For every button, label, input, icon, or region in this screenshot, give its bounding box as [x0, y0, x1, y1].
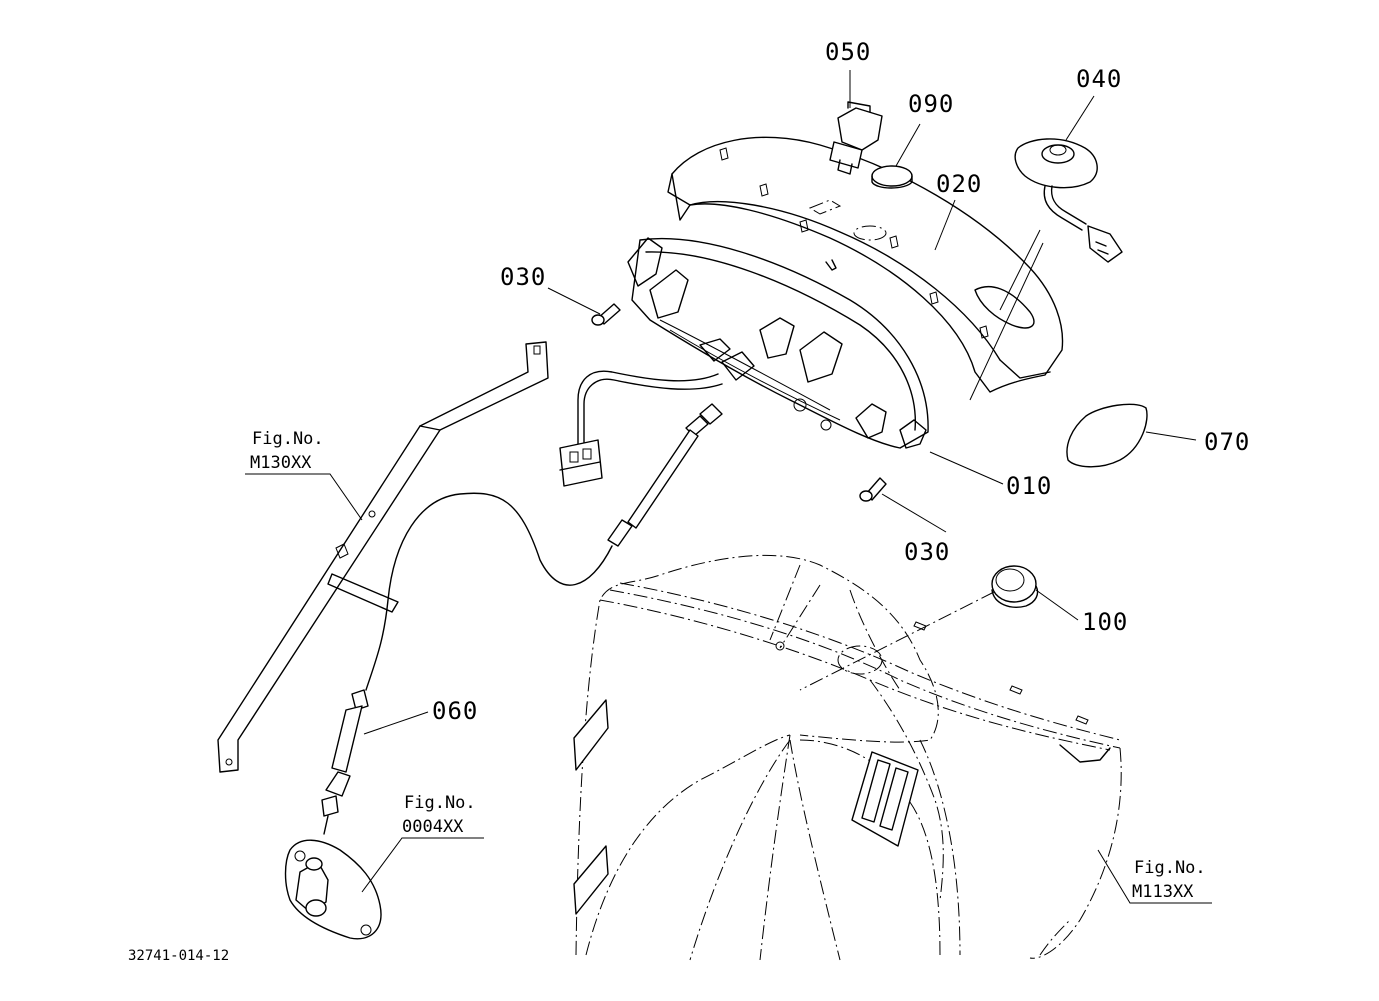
figure-ref-m113-code: M113XX: [1132, 882, 1194, 902]
part-030-screw-lower: [859, 477, 887, 502]
callout-030-upper: 030: [500, 263, 546, 291]
part-100-grommet: [991, 565, 1039, 608]
callout-020: 020: [936, 170, 982, 198]
part-060-tach-cable: [321, 403, 723, 835]
callout-070: 070: [1204, 428, 1250, 456]
part-030-screw-upper: [591, 303, 621, 326]
console-housing-outline: [573, 554, 1122, 961]
document-id: 32741-014-12: [128, 948, 229, 964]
callout-010: 010: [1006, 472, 1052, 500]
callout-050: 050: [825, 38, 871, 66]
callout-040: 040: [1076, 65, 1122, 93]
figure-ref-0004[interactable]: Fig.No. 0004XX: [402, 793, 476, 837]
figure-ref-m113[interactable]: Fig.No. M113XX: [1132, 858, 1206, 902]
figure-ref-m130[interactable]: Fig.No. M130XX: [250, 429, 324, 473]
part-010-meter-panel: [627, 237, 929, 449]
figure-ref-0004-label: Fig.No.: [404, 793, 476, 813]
harness-connector: [559, 370, 723, 487]
callout-060: 060: [432, 697, 478, 725]
callout-030-lower: 030: [904, 538, 950, 566]
figure-ref-m113-label: Fig.No.: [1134, 858, 1206, 878]
figure-ref-0004-code: 0004XX: [402, 817, 464, 837]
part-090-plug: [871, 165, 913, 189]
callout-100: 100: [1082, 608, 1128, 636]
callout-labels: 050 090 040 020 030 070 010 030 100 060: [432, 38, 1250, 725]
pulley-bracket: [284, 839, 382, 940]
callout-090: 090: [908, 90, 954, 118]
leader-lines: [245, 70, 1212, 904]
figure-ref-m130-code: M130XX: [250, 453, 312, 473]
part-070-lens: [1066, 403, 1148, 468]
part-040-key-switch: [1014, 138, 1123, 263]
figure-ref-m130-label: Fig.No.: [252, 429, 324, 449]
part-020-panel-cover: [667, 136, 1064, 393]
part-050-switch: [829, 101, 883, 175]
bracket-bar: [217, 341, 549, 773]
